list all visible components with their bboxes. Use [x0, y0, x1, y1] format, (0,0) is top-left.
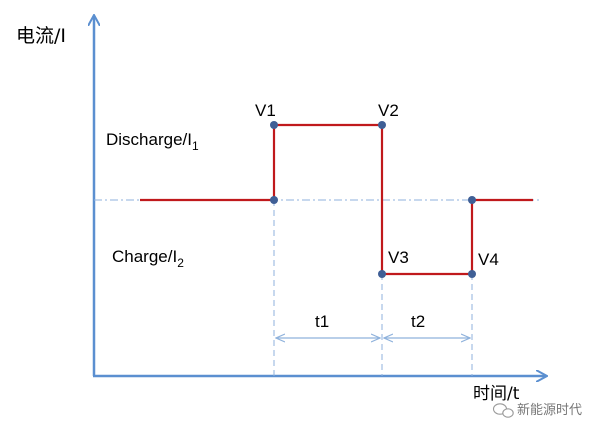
charge-label: Charge/I2 [112, 247, 184, 270]
label-v4: V4 [478, 250, 499, 269]
point-v3 [378, 270, 386, 278]
x-axis-label: 时间/t [473, 384, 520, 404]
watermark: 新能源时代 [492, 402, 582, 418]
charge-label-subscript: 2 [177, 256, 184, 270]
label-v1: V1 [255, 101, 276, 120]
current-waveform [140, 123, 533, 276]
label-v2: V2 [378, 101, 399, 120]
label-v3: V3 [388, 248, 409, 267]
point-baseline-v1 [270, 196, 278, 204]
point-baseline-v4 [468, 196, 476, 204]
label-t1: t1 [315, 312, 329, 331]
discharge-label-text: Discharge/I [106, 130, 192, 149]
point-v1 [270, 121, 278, 129]
y-axis-label: 电流/I [16, 25, 66, 47]
discharge-label-subscript: 1 [192, 139, 199, 153]
point-v2 [378, 121, 386, 129]
discharge-label: Discharge/I1 [106, 130, 199, 153]
watermark-text: 新能源时代 [517, 402, 582, 418]
wechat-icon [492, 403, 514, 418]
label-t2: t2 [411, 312, 425, 331]
charge-label-text: Charge/I [112, 247, 177, 266]
point-v4 [468, 270, 476, 278]
